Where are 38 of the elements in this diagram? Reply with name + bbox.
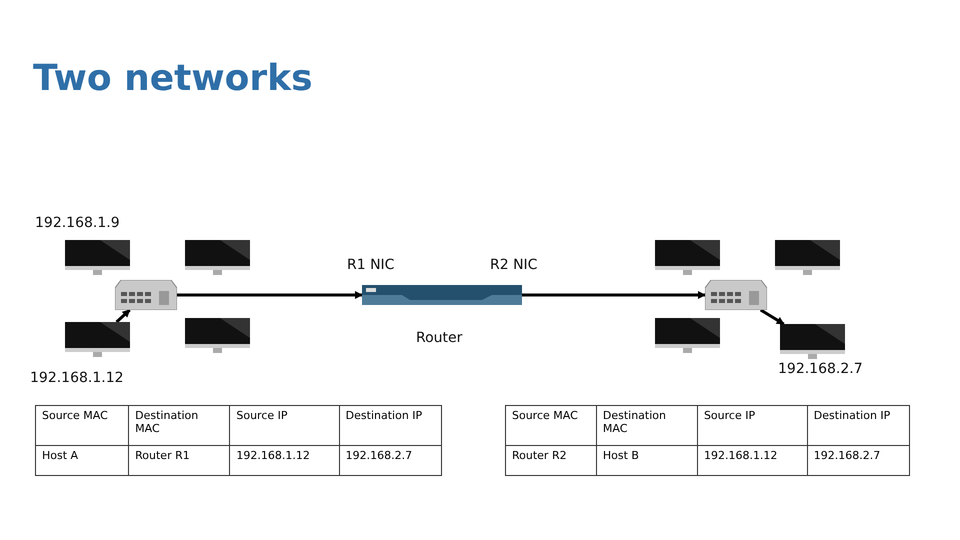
monitor-icon <box>780 324 845 359</box>
header-cell: Source MAC <box>506 406 596 446</box>
monitor-icon <box>185 240 250 275</box>
monitor-icon <box>655 240 720 275</box>
monitor-icon <box>65 240 130 275</box>
interface-label: R2 NIC <box>490 257 538 273</box>
header-cell: Destination IP <box>339 406 442 446</box>
table-cell: 192.168.1.12 <box>697 446 808 476</box>
table-cell: Router R1 <box>128 446 230 476</box>
table-cell: 192.168.2.7 <box>339 446 442 476</box>
network-switch-icon <box>115 280 177 310</box>
device-caption: Router <box>416 330 462 346</box>
ip-address-label: 192.168.2.7 <box>778 361 863 377</box>
monitor-icon <box>655 318 720 353</box>
monitor-icon <box>185 318 250 353</box>
title: Two networks <box>33 58 312 99</box>
router-icon <box>362 283 522 307</box>
arrow <box>522 291 706 299</box>
arrow <box>116 308 131 324</box>
header-cell: Source MAC <box>36 406 129 446</box>
interface-label: R1 NIC <box>347 257 394 273</box>
header-cell: Destination MAC <box>596 406 698 446</box>
arrow <box>760 308 785 326</box>
table-cell: 192.168.1.12 <box>230 446 340 476</box>
header-cell: Source IP <box>697 406 808 446</box>
header-cell: Source IP <box>230 406 340 446</box>
table-cell: Host B <box>596 446 698 476</box>
table-cell: Host A <box>36 446 129 476</box>
network-switch-icon <box>705 280 767 310</box>
arrow <box>177 291 363 299</box>
ip-address-label: 192.168.1.9 <box>35 215 120 231</box>
header-cell: Destination IP <box>807 406 910 446</box>
monitor-icon <box>65 322 130 357</box>
header-cell: Destination MAC <box>128 406 230 446</box>
table-cell: Router R2 <box>506 446 596 476</box>
monitor-icon <box>775 240 840 275</box>
table-cell: 192.168.2.7 <box>807 446 910 476</box>
ip-address-label: 192.168.1.12 <box>30 370 124 386</box>
